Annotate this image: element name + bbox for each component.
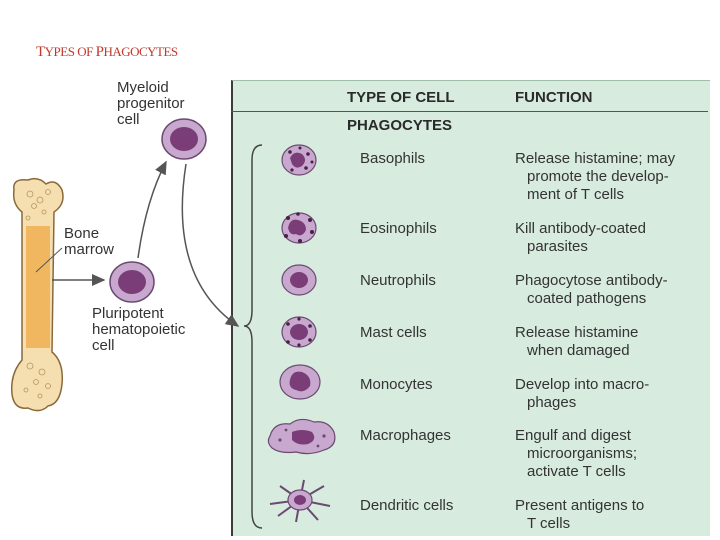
header-rule xyxy=(231,111,708,112)
arrow-stem-to-myeloid xyxy=(137,160,167,259)
phagocytes-bracket xyxy=(243,144,263,529)
row-name-dendritic-cells: Dendritic cells xyxy=(360,497,454,514)
column-header-function: FUNCTION xyxy=(515,89,593,106)
pluripotent-cell xyxy=(109,261,155,303)
dendritic-cell-icon xyxy=(269,479,331,523)
column-header-type: TYPE OF CELL xyxy=(347,89,455,106)
macrophage-cell-icon xyxy=(267,418,336,455)
mast-cell-icon xyxy=(281,316,317,348)
basophil-cell-icon xyxy=(281,144,317,176)
bone-illustration xyxy=(10,177,64,412)
slide-title: TYPES OF PHAGOCYTES xyxy=(36,44,178,60)
row-function-monocytes: Develop into macro-phages xyxy=(515,376,650,411)
eosinophil-cell-icon xyxy=(281,212,317,244)
section-header-phagocytes: PHAGOCYTES xyxy=(347,117,453,134)
row-name-monocytes: Monocytes xyxy=(360,376,433,393)
row-name-macrophages: Macrophages xyxy=(360,427,451,444)
row-function-neutrophils: Phagocytose antibody-coated pathogens xyxy=(515,272,668,307)
row-name-mast-cells: Mast cells xyxy=(360,324,427,341)
marrow-cavity xyxy=(26,226,50,348)
myeloid-progenitor-cell xyxy=(161,118,207,160)
row-name-eosinophils: Eosinophils xyxy=(360,220,437,237)
neutrophil-cell-icon xyxy=(281,264,317,296)
row-name-neutrophils: Neutrophils xyxy=(360,272,436,289)
arrow-myeloid-to-phagocytes xyxy=(181,163,240,327)
row-name-basophils: Basophils xyxy=(360,150,426,167)
monocyte-cell-icon xyxy=(279,364,321,400)
marrow-pointer xyxy=(35,247,63,273)
